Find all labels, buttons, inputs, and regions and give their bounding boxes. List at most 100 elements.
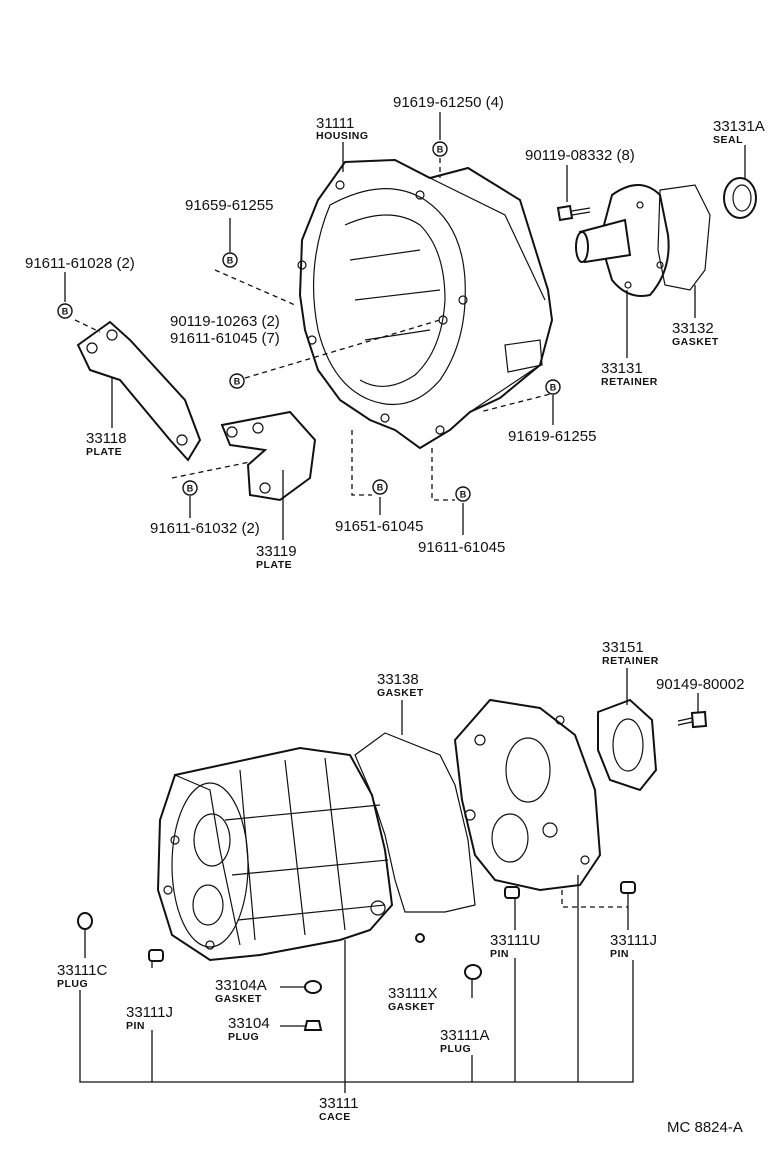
bolt-marker-group: B B B B B B B B	[57, 141, 561, 502]
label-33111a-plug: 33111A PLUG	[440, 1027, 490, 1055]
svg-text:33104A: 33104A	[215, 977, 267, 994]
svg-text:GASKET: GASKET	[377, 687, 424, 699]
svg-text:31111: 31111	[316, 115, 354, 132]
label-33111j-pin-right: 33111J PIN	[610, 932, 657, 960]
rear-retainer-drawing	[597, 698, 658, 792]
svg-text:B: B	[550, 383, 557, 393]
bolt-marker: B	[182, 480, 198, 496]
lower-leader-lines	[79, 668, 699, 1093]
label-91611-61045: 91611-61045	[418, 539, 505, 556]
svg-text:91659-61255: 91659-61255	[185, 197, 273, 214]
label-33104-plug: 33104 PLUG	[228, 1015, 270, 1043]
svg-text:RETAINER: RETAINER	[601, 376, 658, 388]
label-33151-retainer: 33151 RETAINER	[602, 639, 658, 667]
svg-text:33118: 33118	[86, 430, 127, 447]
svg-text:PLATE: PLATE	[256, 559, 292, 571]
svg-text:PLUG: PLUG	[440, 1043, 471, 1055]
svg-text:B: B	[227, 256, 234, 266]
svg-text:33111: 33111	[319, 1095, 359, 1112]
label-33119-plate: 33119 PLATE	[256, 543, 297, 571]
plate-33119-drawing	[220, 410, 317, 502]
label-91659-61255: 91659-61255	[185, 197, 273, 214]
svg-text:33111J: 33111J	[610, 932, 657, 949]
intermediate-plate-drawing	[453, 698, 602, 892]
svg-text:91611-61045: 91611-61045	[418, 539, 505, 556]
transmission-case-drawing	[156, 746, 394, 962]
svg-text:33111A: 33111A	[440, 1027, 490, 1044]
label-33138-gasket: 33138 GASKET	[377, 671, 424, 699]
svg-text:91611-61045 (7): 91611-61045 (7)	[170, 330, 280, 347]
svg-text:33138: 33138	[377, 671, 419, 688]
bolt-marker: B	[222, 252, 238, 268]
label-33111u-pin: 33111U PIN	[490, 932, 540, 960]
bolt-marker: B	[432, 141, 448, 157]
svg-text:33132: 33132	[672, 320, 714, 337]
label-33131-retainer: 33131 RETAINER	[601, 360, 658, 388]
bolt-marker: B	[372, 479, 388, 495]
label-91619-61250: 91619-61250 (4)	[393, 94, 504, 111]
svg-text:PLUG: PLUG	[57, 978, 88, 990]
svg-text:B: B	[234, 377, 241, 387]
label-33118-plate: 33118 PLATE	[86, 430, 127, 458]
label-33131a-seal: 33131A SEAL	[713, 118, 765, 146]
svg-text:33131A: 33131A	[713, 118, 765, 135]
svg-text:GASKET: GASKET	[388, 1001, 435, 1013]
label-90119-08332: 90119-08332 (8)	[525, 147, 635, 164]
oil-seal-drawing	[723, 177, 757, 219]
svg-text:PIN: PIN	[490, 948, 509, 960]
svg-text:B: B	[460, 490, 467, 500]
svg-text:33111U: 33111U	[490, 932, 540, 949]
svg-text:33111J: 33111J	[126, 1004, 173, 1021]
upper-leader-lines	[64, 112, 746, 540]
svg-text:B: B	[377, 483, 384, 493]
label-33111j-pin-left: 33111J PIN	[126, 1004, 173, 1032]
svg-text:PLUG: PLUG	[228, 1031, 259, 1043]
figure-code: MC 8824-A	[667, 1119, 743, 1136]
label-91611-61032: 91611-61032 (2)	[150, 520, 260, 537]
svg-text:B: B	[62, 307, 69, 317]
front-bearing-retainer-drawing	[575, 184, 670, 297]
svg-text:91619-61250 (4): 91619-61250 (4)	[393, 94, 504, 111]
label-91651-61045: 91651-61045	[335, 518, 423, 535]
svg-text:GASKET: GASKET	[672, 336, 719, 348]
svg-text:33119: 33119	[256, 543, 297, 560]
svg-text:91619-61255: 91619-61255	[508, 428, 596, 445]
label-33132-gasket: 33132 GASKET	[672, 320, 719, 348]
label-90149-80002: 90149-80002	[656, 676, 744, 693]
svg-text:GASKET: GASKET	[215, 993, 262, 1005]
label-33111-cace: 33111 CACE	[319, 1095, 359, 1123]
clutch-housing-drawing	[297, 158, 554, 450]
bolt-marker: B	[57, 303, 73, 319]
svg-text:PIN: PIN	[126, 1020, 145, 1032]
svg-text:91611-61032 (2): 91611-61032 (2)	[150, 520, 260, 537]
bolt-marker: B	[229, 373, 245, 389]
label-91611-61045-7: 91611-61045 (7)	[170, 330, 280, 347]
label-33104a-gasket: 33104A GASKET	[215, 977, 267, 1005]
label-90119-10263: 90119-10263 (2)	[170, 313, 280, 330]
svg-text:PLATE: PLATE	[86, 446, 122, 458]
retainer-gasket-drawing	[657, 184, 711, 291]
label-91619-61255: 91619-61255	[508, 428, 596, 445]
bolt-marker: B	[455, 486, 471, 502]
part-labels: 31111 HOUSING 91619-61250 (4) 33131A SEA…	[25, 94, 765, 1136]
svg-text:90149-80002: 90149-80002	[656, 676, 744, 693]
label-91611-61028: 91611-61028 (2)	[25, 255, 135, 272]
svg-text:B: B	[437, 145, 444, 155]
bolt-marker: B	[545, 379, 561, 395]
svg-text:90119-08332 (8): 90119-08332 (8)	[525, 147, 635, 164]
svg-text:33111X: 33111X	[388, 985, 438, 1002]
label-33111c-plug: 33111C PLUG	[57, 962, 107, 990]
svg-text:90119-10263 (2): 90119-10263 (2)	[170, 313, 280, 330]
rear-retainer-bolt-drawing	[677, 710, 708, 729]
svg-text:PIN: PIN	[610, 948, 629, 960]
svg-text:33151: 33151	[602, 639, 644, 656]
svg-text:91611-61028 (2): 91611-61028 (2)	[25, 255, 135, 272]
svg-text:SEAL: SEAL	[713, 134, 743, 146]
svg-text:33111C: 33111C	[57, 962, 107, 979]
svg-text:33131: 33131	[601, 360, 643, 377]
svg-text:91651-61045: 91651-61045	[335, 518, 423, 535]
retainer-bolt-drawing	[556, 204, 591, 222]
svg-text:CACE: CACE	[319, 1111, 351, 1123]
